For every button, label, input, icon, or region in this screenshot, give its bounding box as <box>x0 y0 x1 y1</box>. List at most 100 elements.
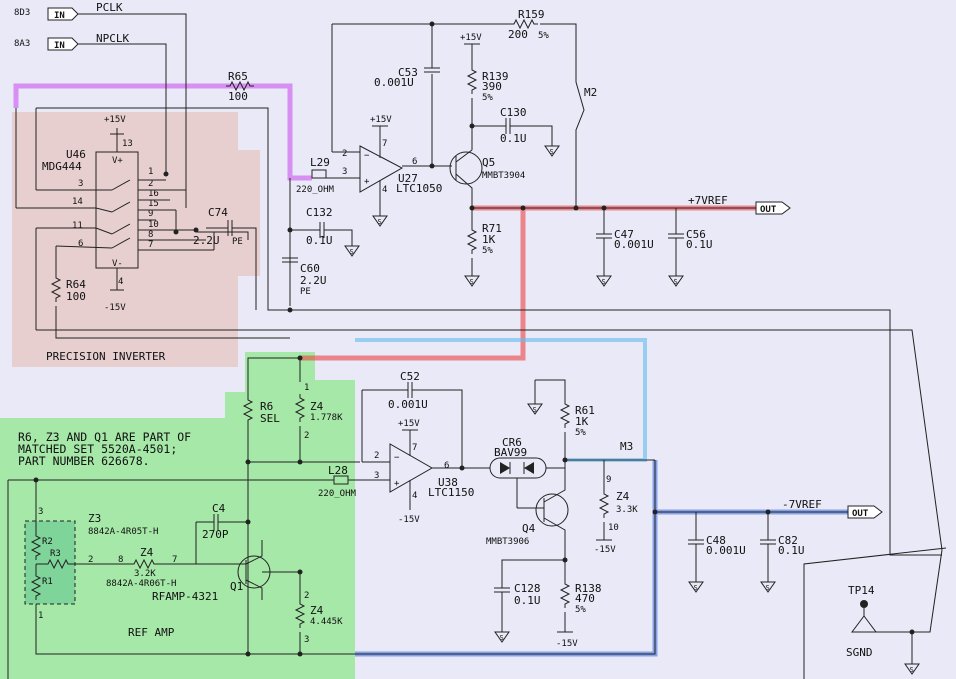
svg-text:IN: IN <box>54 11 65 21</box>
svg-text:16: 16 <box>148 189 159 199</box>
svg-text:4.445K: 4.445K <box>310 617 343 627</box>
svg-text:+15V: +15V <box>370 115 392 125</box>
svg-text:+: + <box>364 177 370 187</box>
wire-m3 <box>248 459 656 655</box>
svg-text:LTC1050: LTC1050 <box>396 182 442 195</box>
svg-text:7: 7 <box>148 240 153 250</box>
svg-text:PCLK: PCLK <box>96 1 123 14</box>
c74-capacitor: C74 2.2U PE <box>193 206 257 310</box>
svg-text:LTC1150: LTC1150 <box>428 486 474 499</box>
svg-text:+15V: +15V <box>460 33 482 43</box>
svg-text:9: 9 <box>606 475 611 485</box>
svg-text:C53: C53 <box>398 66 418 79</box>
c53-capacitor: C53 0.001U <box>374 24 441 166</box>
svg-text:0.001U: 0.001U <box>706 544 746 557</box>
svg-text:14: 14 <box>72 197 83 207</box>
svg-text:9: 9 <box>148 209 153 219</box>
svg-text:MATCHED SET 5520A-4501;: MATCHED SET 5520A-4501; <box>18 442 177 456</box>
wire-feedback-top <box>332 23 585 208</box>
svg-text:1: 1 <box>38 611 43 621</box>
svg-text:R1: R1 <box>42 577 53 587</box>
svg-text:−: − <box>364 151 370 161</box>
svg-text:1K: 1K <box>575 415 589 428</box>
svg-text:470: 470 <box>575 592 595 605</box>
svg-text:7: 7 <box>382 139 387 149</box>
svg-text:R6: R6 <box>260 400 273 413</box>
svg-text:270P: 270P <box>202 528 229 541</box>
svg-text:L29: L29 <box>310 156 330 169</box>
svg-text:5%: 5% <box>575 428 586 438</box>
svg-text:13: 13 <box>122 139 133 149</box>
svg-text:0.1U: 0.1U <box>514 594 541 607</box>
svg-text:C74: C74 <box>208 206 228 219</box>
svg-text:5%: 5% <box>482 93 493 103</box>
svg-text:2: 2 <box>148 179 153 189</box>
svg-text:1K: 1K <box>482 233 496 246</box>
svg-text:C130: C130 <box>500 106 527 119</box>
svg-text:Z4: Z4 <box>616 490 630 503</box>
svg-text:CR6: CR6 <box>502 436 522 449</box>
svg-text:U27: U27 <box>398 172 418 185</box>
junction-dots <box>33 21 915 657</box>
c130-capacitor: C130 0.1U <box>472 106 560 157</box>
svg-text:8842A-4R06T-H: 8842A-4R06T-H <box>106 579 176 589</box>
svg-text:RFAMP-4321: RFAMP-4321 <box>152 590 218 603</box>
svg-text:Q4: Q4 <box>522 522 536 535</box>
tp14-testpoint: TP14 SGND <box>846 584 920 675</box>
svg-text:V-: V- <box>112 259 123 269</box>
svg-text:−: − <box>394 453 400 463</box>
svg-text:PART NUMBER 626678.: PART NUMBER 626678. <box>18 454 150 468</box>
svg-text:2: 2 <box>304 431 309 441</box>
svg-text:-15V: -15V <box>104 303 126 313</box>
svg-text:8842A-4R05T-H: 8842A-4R05T-H <box>88 527 158 537</box>
svg-text:C82: C82 <box>778 534 798 547</box>
vref-neg-connector: -7VREF OUT <box>782 498 883 519</box>
svg-text:5%: 5% <box>575 605 586 615</box>
precision-inverter-region <box>12 112 260 367</box>
r6-resistor: R6 SEL <box>243 395 280 425</box>
svg-text:SGND: SGND <box>846 646 873 659</box>
u38-opamp: − + 2 3 7 4 6 +15V -15V U38 LTC1150 <box>362 419 490 525</box>
svg-text:2: 2 <box>374 451 379 461</box>
wire-ref-top <box>247 357 360 654</box>
q5-transistor: Q5 MMBT3904 <box>449 149 525 208</box>
c60-capacitor: C60 2.2U PE <box>281 257 327 297</box>
svg-text:-7VREF: -7VREF <box>782 498 822 511</box>
svg-text:MMBT3906: MMBT3906 <box>486 537 529 547</box>
r71-resistor: R71 1K 5% <box>464 208 502 287</box>
svg-text:C132: C132 <box>306 206 333 219</box>
wire-inverter-loop <box>36 107 942 556</box>
svg-text:+15V: +15V <box>398 419 420 429</box>
svg-text:6: 6 <box>412 157 417 167</box>
svg-text:0.001U: 0.001U <box>614 238 654 251</box>
svg-text:390: 390 <box>482 80 502 93</box>
svg-text:R3: R3 <box>50 549 61 559</box>
svg-text:+7VREF: +7VREF <box>688 194 728 207</box>
l28-inductor: L28 220_OHM <box>8 464 390 499</box>
svg-text:SEL: SEL <box>260 412 280 425</box>
z4-33k-resistor: 9 10 Z4 3.3K -15V <box>565 459 638 555</box>
svg-text:R71: R71 <box>482 222 502 235</box>
svg-text:R138: R138 <box>575 582 602 595</box>
svg-text:MDG444: MDG444 <box>42 160 82 173</box>
svg-text:C48: C48 <box>706 534 726 547</box>
svg-text:3: 3 <box>38 507 43 517</box>
svg-text:3.3K: 3.3K <box>616 505 638 515</box>
svg-text:-15V: -15V <box>556 639 578 649</box>
svg-text:U38: U38 <box>438 476 458 489</box>
svg-text:0.1U: 0.1U <box>686 238 713 251</box>
u46-switch-ic: U46 MDG444 +15V V+ V- -15V 13 1 2 16 15 … <box>15 108 214 330</box>
svg-text:200: 200 <box>508 28 528 41</box>
npclk-connector: 8A3 IN NPCLK <box>14 32 167 174</box>
svg-text:8: 8 <box>148 230 153 240</box>
svg-text:BAV99: BAV99 <box>494 446 527 459</box>
svg-text:1: 1 <box>148 167 153 177</box>
svg-text:11: 11 <box>72 221 83 231</box>
svg-text:PE: PE <box>232 237 243 247</box>
q4-transistor: Q4 MMBT3906 <box>486 468 569 580</box>
svg-text:R65: R65 <box>228 70 248 83</box>
z4-4445k-resistor: 2 3 Z4 4.445K <box>295 572 343 654</box>
svg-text:-15V: -15V <box>398 515 420 525</box>
svg-text:2.2U: 2.2U <box>193 234 220 247</box>
svg-text:C4: C4 <box>212 502 226 515</box>
